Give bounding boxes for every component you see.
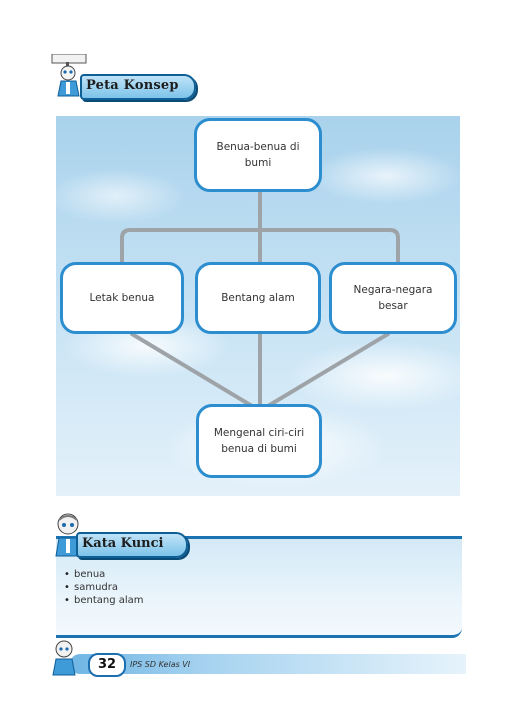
kata-kunci-title: Kata Kunci — [82, 536, 164, 551]
child-node-text: Bentang alam — [221, 292, 295, 304]
concept-map-panel: Benua-benua di bumi Letak benua Bentang … — [56, 116, 460, 496]
child-node-letak-benua: Letak benua — [60, 262, 184, 334]
root-concept-text: Benua-benua di bumi — [216, 141, 300, 169]
mascot-icon — [51, 54, 87, 97]
conclusion-node: Mengenal ciri-ciri benua di bumi — [196, 404, 322, 478]
page-number: 32 — [88, 653, 126, 677]
header-title: Peta Konsep — [86, 78, 179, 93]
concept-map-connectors — [120, 190, 400, 408]
kata-kunci-section: Kata Kunci benua samudra bentang alam — [46, 512, 462, 638]
keyword-list: benua samudra bentang alam — [64, 568, 144, 607]
child-node-text: Negara-negara besar — [353, 284, 433, 312]
conclusion-text-line1: Mengenal ciri-ciri — [213, 427, 305, 439]
child-node-bentang-alam: Bentang alam — [195, 262, 321, 334]
conclusion-text-line2: benua di bumi — [221, 443, 297, 455]
peta-konsep-header: Peta Konsep — [48, 54, 198, 104]
keyword-item: bentang alam — [64, 594, 144, 607]
child-node-text: Letak benua — [89, 292, 155, 304]
kata-kunci-ribbon — [76, 532, 188, 558]
keyword-item: benua — [64, 568, 144, 581]
child-node-negara-negara-besar: Negara-negara besar — [329, 262, 457, 334]
header-ribbon — [80, 74, 196, 100]
page-footer: 32 IPS SD Kelas VI — [46, 640, 466, 677]
mascot-icon — [55, 513, 81, 557]
mascot-icon — [52, 640, 76, 676]
book-label: IPS SD Kelas VI — [130, 660, 191, 669]
keyword-item: samudra — [64, 581, 144, 594]
footer-bar — [70, 654, 466, 674]
root-concept-node: Benua-benua di bumi — [194, 118, 322, 192]
